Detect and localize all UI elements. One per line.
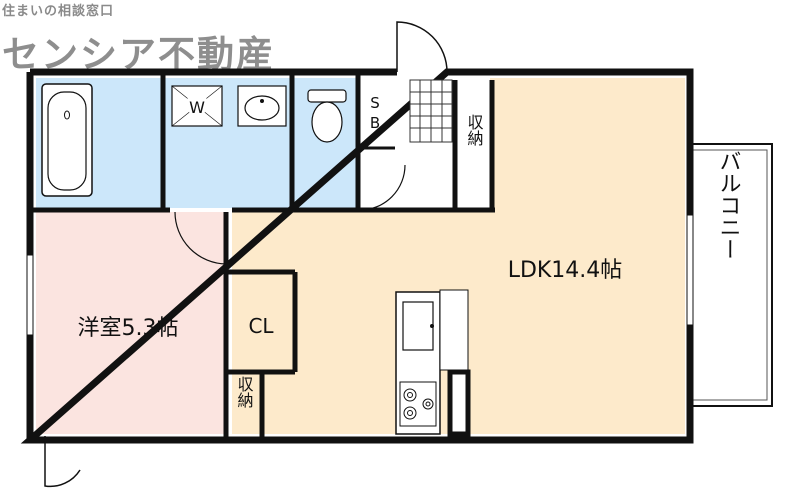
storage-label-top: 収納	[465, 114, 484, 147]
washing-machine-icon: W	[171, 85, 223, 127]
wash-basin-icon	[237, 85, 287, 127]
ldk-label: LDK14.4帖	[508, 258, 623, 283]
exterior-wall	[20, 68, 694, 444]
closet-label: CL	[248, 314, 274, 338]
shoe-box-label-s: S	[370, 94, 380, 112]
brand-tagline: 住まいの相談窓口	[2, 4, 115, 19]
balcony-window	[686, 214, 694, 326]
western-room-label: 洋室5.3帖	[78, 316, 179, 341]
storage-label-bottom: 収納	[235, 376, 254, 409]
bedroom-door-swing	[174, 211, 227, 265]
balcony-label: バルコニー	[716, 150, 741, 260]
western-room-floor	[36, 212, 226, 434]
toilet-door-swing	[359, 164, 406, 211]
kitchen-sink-icon	[402, 301, 434, 351]
ldk-floor	[490, 78, 685, 434]
toilet-icon	[307, 89, 347, 143]
western-exterior-door	[44, 436, 81, 488]
left-window	[26, 254, 34, 336]
shoe-box-label-b: B	[370, 114, 380, 132]
entrance-tile	[409, 79, 453, 143]
bathtub-icon	[41, 83, 93, 197]
stove-burner-icon	[399, 381, 437, 427]
entrance-door-swing	[396, 21, 448, 73]
washer-label: W	[189, 98, 205, 117]
